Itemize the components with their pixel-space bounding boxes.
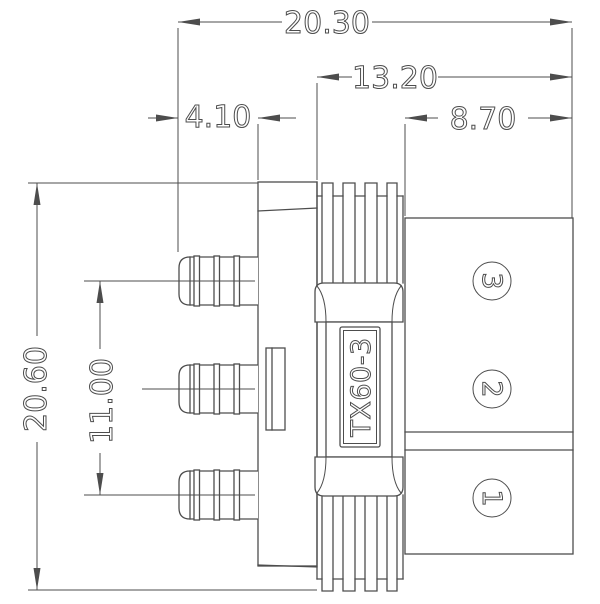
- housing-rib: [265, 347, 286, 431]
- dim-overall-width-value: 20.30: [284, 6, 370, 41]
- housing-bottom-edge: [257, 564, 318, 568]
- dim-housing-width: 13.20: [317, 61, 572, 97]
- latch-bottom-curves: [316, 456, 402, 494]
- dim-housing-width-value: 13.20: [352, 61, 438, 96]
- dim-pin-span: 11.00: [85, 281, 121, 495]
- terminal-block: 3 2 1: [404, 217, 574, 555]
- terminal-number-2: 2: [476, 380, 507, 397]
- dim-terminal-block-width: 8.70: [405, 102, 572, 138]
- dim-overall-height: 20.60: [19, 183, 55, 590]
- latch-top-cap: [314, 282, 404, 323]
- housing-top-chamfer-line: [257, 207, 318, 212]
- latch: TX60-3: [314, 282, 404, 497]
- terminal-circle-2: [472, 369, 512, 409]
- connector-housing: [257, 181, 318, 567]
- pins: [178, 255, 258, 521]
- terminal-circle-3: [472, 261, 512, 301]
- dim-terminal-block-width-value: 8.70: [450, 102, 517, 137]
- fin-ridges: [321, 195, 404, 580]
- fin-top-comb: [316, 182, 404, 197]
- dim-overall-width: 20.30: [178, 6, 572, 42]
- fin-section: [257, 181, 404, 592]
- terminal-number-3: 3: [476, 272, 507, 289]
- latch-bottom-cap: [314, 456, 404, 497]
- extension-lines: [28, 28, 573, 591]
- latch-top-curves: [316, 285, 402, 323]
- dim-pin-length: 4.10: [148, 100, 296, 136]
- dim-pin-span-value: 11.00: [85, 358, 120, 444]
- terminal-circle-1: [472, 478, 512, 518]
- dim-overall-height-value: 20.60: [19, 346, 54, 432]
- label-plate-inner: [343, 330, 377, 444]
- terminal-number-1: 1: [476, 489, 507, 506]
- fin-bottom-comb: [316, 578, 404, 592]
- label-plate: [339, 326, 381, 448]
- dim-pin-length-value: 4.10: [185, 100, 252, 135]
- part-label: TX60-3: [346, 337, 377, 437]
